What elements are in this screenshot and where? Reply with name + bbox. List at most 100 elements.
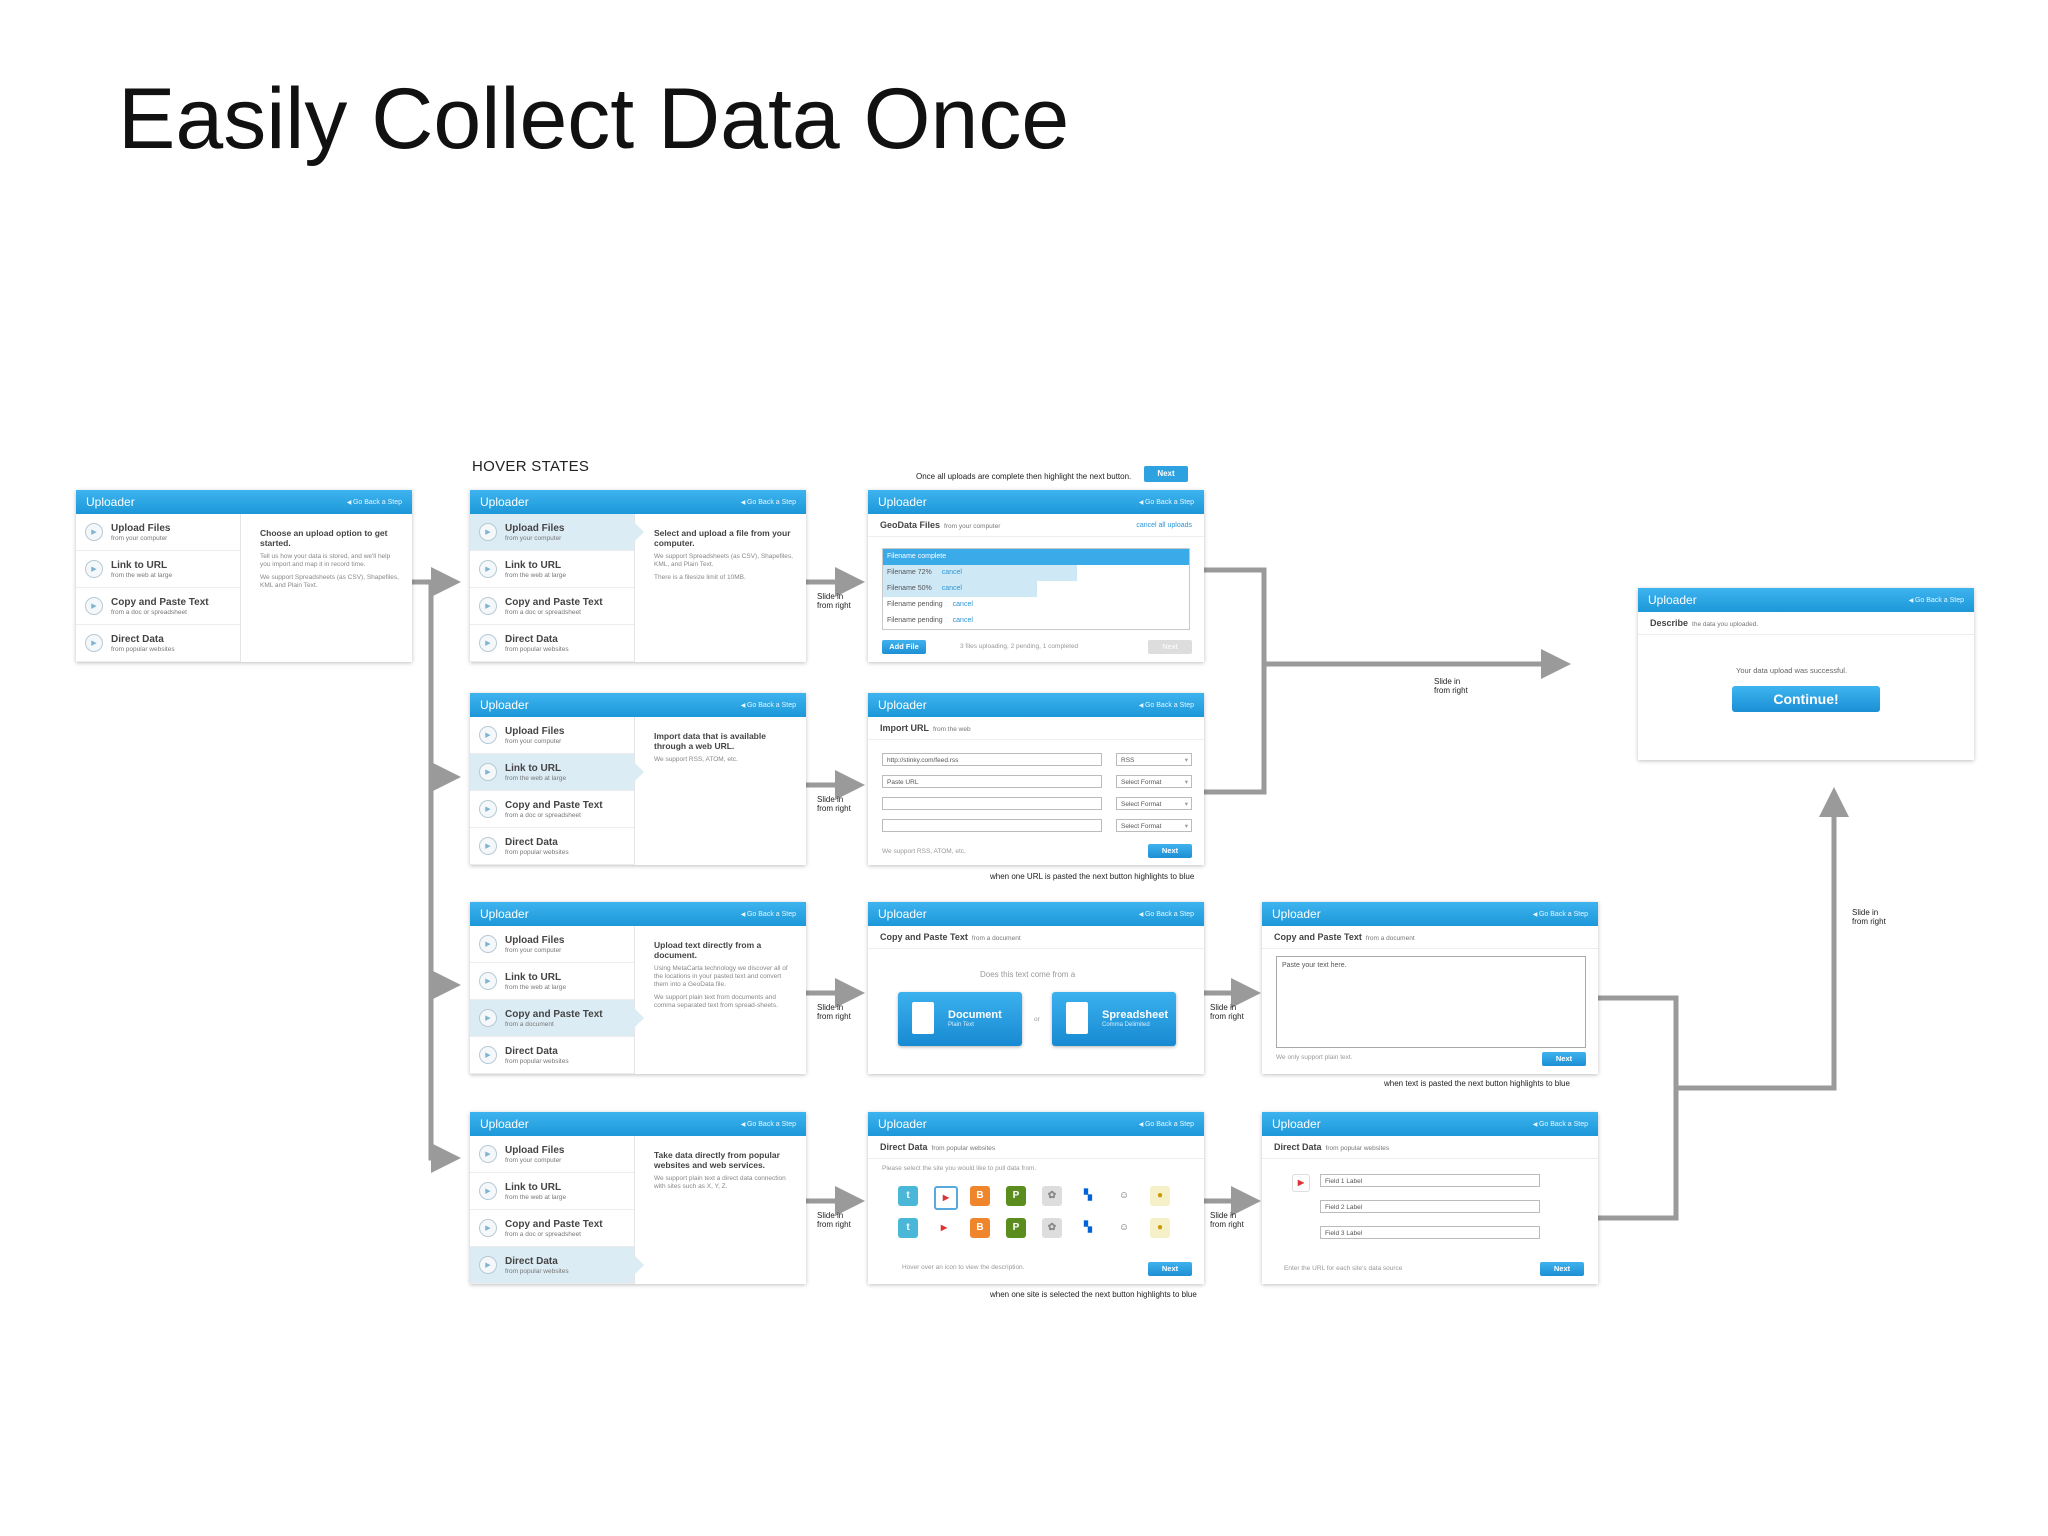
- digg-icon[interactable]: ✿: [1042, 1186, 1062, 1206]
- cancel-link[interactable]: cancel: [941, 585, 962, 592]
- next-button[interactable]: Next: [1148, 640, 1192, 654]
- upload-status: 3 files uploading, 2 pending, 1 complete…: [960, 643, 1079, 650]
- cancel-all-link[interactable]: cancel all uploads: [1136, 521, 1192, 529]
- url-input[interactable]: Paste URL: [882, 775, 1102, 788]
- go-back-link[interactable]: Go Back a Step: [1139, 911, 1194, 918]
- play-icon: ▶: [479, 597, 497, 615]
- menu-item-sub: from popular websites: [505, 1267, 569, 1275]
- blogger-icon[interactable]: B: [970, 1186, 990, 1206]
- go-back-link[interactable]: Go Back a Step: [1139, 702, 1194, 709]
- menu-item-title: Direct Data: [505, 633, 558, 645]
- file-row[interactable]: Filename complete: [883, 549, 1189, 565]
- document-icon: [912, 1002, 934, 1034]
- section-title: Describe: [1650, 618, 1689, 628]
- field-hint: Enter the URL for each site's data sourc…: [1284, 1265, 1403, 1272]
- url-input[interactable]: http://stinky.com/feed.rss: [882, 753, 1102, 766]
- go-back-link[interactable]: Go Back a Step: [741, 911, 796, 918]
- go-back-link[interactable]: Go Back a Step: [1909, 597, 1964, 604]
- digg-icon[interactable]: ✿: [1042, 1218, 1062, 1238]
- panel-header: Uploader Go Back a Step: [470, 490, 806, 514]
- url-input[interactable]: [882, 797, 1102, 810]
- panel-header: Uploader Go Back a Step: [868, 693, 1204, 717]
- twitter-icon[interactable]: t: [898, 1218, 918, 1238]
- feed-icon[interactable]: ●: [1150, 1186, 1170, 1206]
- delicious-icon[interactable]: ▚: [1078, 1218, 1098, 1238]
- success-message: Your data upload was successful.: [1736, 666, 1848, 675]
- delicious-icon[interactable]: ▚: [1078, 1186, 1098, 1206]
- go-back-link[interactable]: Go Back a Step: [1139, 499, 1194, 506]
- cancel-link[interactable]: cancel: [952, 601, 973, 608]
- go-back-link[interactable]: Go Back a Step: [741, 1121, 796, 1128]
- next-button[interactable]: Next: [1148, 844, 1192, 858]
- continue-button[interactable]: Continue!: [1732, 686, 1880, 712]
- file-row[interactable]: Filename 50%cancel: [883, 581, 1037, 597]
- file-row[interactable]: Filename 72%cancel: [883, 565, 1077, 581]
- next-button[interactable]: Next: [1542, 1052, 1586, 1066]
- play-icon: ▶: [85, 634, 103, 652]
- feed-icon[interactable]: ●: [1150, 1218, 1170, 1238]
- next-button[interactable]: Next: [1148, 1262, 1192, 1276]
- go-back-link[interactable]: Go Back a Step: [1139, 1121, 1194, 1128]
- play-icon: ▶: [479, 1182, 497, 1200]
- menu-item-sub: from a document: [505, 1020, 554, 1028]
- description-title: Choose an upload option to get started.: [260, 528, 388, 548]
- go-back-link[interactable]: Go Back a Step: [1533, 1121, 1588, 1128]
- section-sub: from a document: [1365, 935, 1415, 942]
- cancel-link[interactable]: cancel: [941, 569, 962, 576]
- field-input[interactable]: Field 3 Label: [1320, 1226, 1540, 1239]
- play-icon: ▶: [479, 763, 497, 781]
- picasa-icon[interactable]: P: [1006, 1186, 1026, 1206]
- url-input[interactable]: [882, 819, 1102, 832]
- youtube-icon[interactable]: ▶: [934, 1218, 954, 1238]
- picasa-icon[interactable]: P: [1006, 1218, 1026, 1238]
- go-back-link[interactable]: Go Back a Step: [347, 499, 402, 506]
- menu-item-title: Upload Files: [505, 522, 565, 534]
- format-select[interactable]: Select Format: [1116, 775, 1192, 789]
- twitter-icon[interactable]: t: [898, 1186, 918, 1206]
- spreadsheet-button[interactable]: Spreadsheet Comma Delimited: [1052, 992, 1176, 1046]
- reddit-icon[interactable]: ☺: [1114, 1186, 1134, 1206]
- go-back-link[interactable]: Go Back a Step: [741, 702, 796, 709]
- document-button[interactable]: Document Plain Text: [898, 992, 1022, 1046]
- cancel-link[interactable]: cancel: [952, 617, 973, 624]
- slide-note: Slide in from right: [1852, 908, 1886, 926]
- format-select[interactable]: Select Format: [1116, 797, 1192, 811]
- next-button[interactable]: Next: [1540, 1262, 1584, 1276]
- go-back-link[interactable]: Go Back a Step: [741, 499, 796, 506]
- field-input[interactable]: Field 2 Label: [1320, 1200, 1540, 1213]
- paste-textarea[interactable]: Paste your text here.: [1276, 956, 1586, 1048]
- youtube-icon[interactable]: ▶: [934, 1186, 958, 1210]
- reddit-icon[interactable]: ☺: [1114, 1218, 1134, 1238]
- add-file-button[interactable]: Add File: [882, 640, 926, 654]
- format-select[interactable]: Select Format: [1116, 819, 1192, 833]
- field-input[interactable]: Field 1 Label: [1320, 1174, 1540, 1187]
- go-back-link[interactable]: Go Back a Step: [1533, 911, 1588, 918]
- play-icon: ▶: [479, 800, 497, 818]
- blogger-icon[interactable]: B: [970, 1218, 990, 1238]
- format-select[interactable]: RSS: [1116, 753, 1192, 767]
